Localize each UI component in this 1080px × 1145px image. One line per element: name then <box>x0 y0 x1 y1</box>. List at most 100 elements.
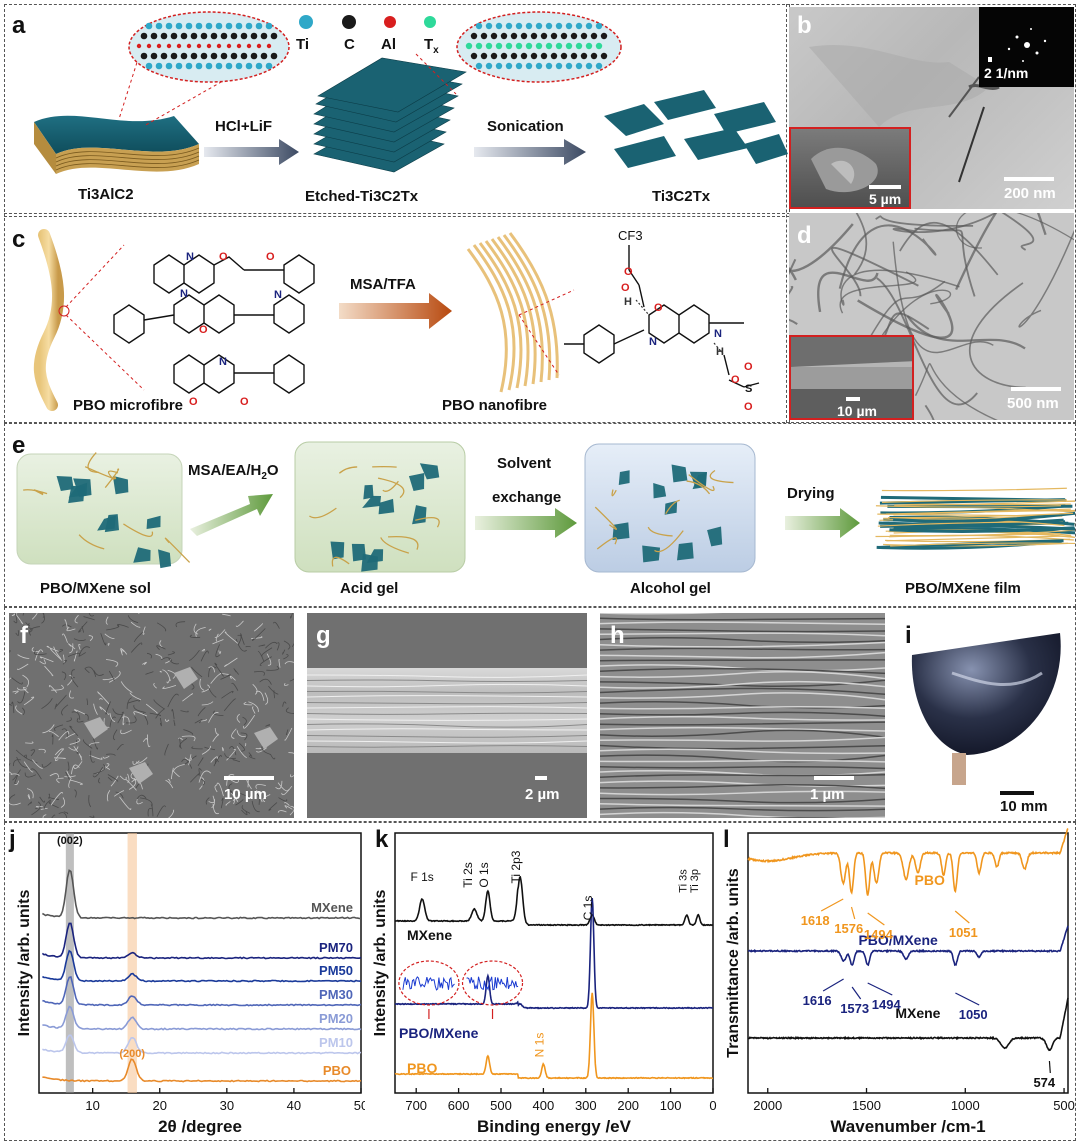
x-tick-label: 300 <box>575 1098 597 1113</box>
svg-text:O: O <box>624 266 633 278</box>
panel-label-a: a <box>12 12 26 39</box>
svg-text:N: N <box>186 251 194 263</box>
svg-text:N: N <box>180 288 188 300</box>
plot-frame <box>747 832 1069 1094</box>
xps-peak-c1s: C 1s <box>581 896 595 921</box>
xps-peak-n1s: N 1s <box>532 1033 546 1058</box>
arrow-label-hcl-lif: HCl+LiF <box>215 118 273 135</box>
peak-arrow <box>955 992 980 1006</box>
arrow-sonication <box>474 139 586 165</box>
series-label-pbo: PBO <box>407 1060 437 1076</box>
label-pbo-mxene-sol: PBO/MXene sol <box>40 580 151 597</box>
sem-inset-b: 5 µm <box>789 127 911 209</box>
x-axis-label: Wavenumber /cm-1 <box>830 1117 985 1136</box>
zoom-noise <box>402 976 455 991</box>
panel-label-k: k <box>375 826 389 853</box>
pbo-mxene-film <box>875 487 1075 550</box>
panel-label-f: f <box>20 622 28 649</box>
svg-text:N: N <box>714 328 722 340</box>
x-tick-label: 10 <box>85 1098 99 1113</box>
svg-text:O: O <box>266 251 275 263</box>
cf3-label: CF3 <box>618 228 643 243</box>
atom-legend <box>299 15 436 29</box>
arrow-msa-tfa <box>339 293 452 329</box>
arrow-solvent-exchange <box>475 508 577 538</box>
sem-image-f: 10 µm <box>9 613 294 818</box>
arrow-drying <box>785 508 860 538</box>
zoom-inset-2 <box>461 960 524 1006</box>
series-label: PM20 <box>319 1011 353 1026</box>
series-pbo <box>42 1058 362 1083</box>
svg-text:O: O <box>621 282 630 294</box>
legend-al: Al <box>381 36 396 53</box>
panel-label-e: e <box>12 432 26 459</box>
sem-image-h: 1 µm <box>600 613 885 818</box>
series-label: PM10 <box>319 1035 353 1050</box>
legend-tx-main: T <box>424 36 434 53</box>
series-mxene <box>748 997 1069 1052</box>
pbo-chain-structures <box>113 254 315 394</box>
sem-f-scalebar <box>224 776 274 780</box>
svg-text:O: O <box>189 396 198 408</box>
tem-image-b: 2 1/nm 5 µm 200 nm <box>789 7 1074 209</box>
xps-peak-ti2s: Ti 2s <box>461 862 475 888</box>
x-tick-label: 40 <box>287 1098 301 1113</box>
series-label: PBO <box>323 1063 351 1078</box>
label-pbo-nanofibre: PBO nanofibre <box>442 397 548 414</box>
sem-inset-d-scalebar <box>846 397 860 401</box>
peak-arrow <box>954 910 970 924</box>
x-tick-label: 1000 <box>951 1098 980 1113</box>
y-axis-label: Intensity /arb. units <box>372 890 389 1037</box>
peak-arrow <box>1048 1060 1051 1074</box>
ti3c2tx-flakes <box>604 90 788 168</box>
y-axis-label: Intensity /arb. units <box>16 890 33 1037</box>
film-photo-i <box>911 633 1061 795</box>
tem-b-scalebar <box>1004 177 1054 181</box>
arrow-label-drying: Drying <box>787 485 835 502</box>
series-pbo <box>394 992 713 1080</box>
svg-text:O: O <box>744 401 753 413</box>
saed-scale-label: 2 1/nm <box>984 65 1029 81</box>
x-tick-label: 2000 <box>753 1098 782 1113</box>
peak-arrow <box>820 898 844 912</box>
sem-f-scale: 10 µm <box>224 786 267 803</box>
x-tick-label: 30 <box>220 1098 234 1113</box>
panel-label-g: g <box>316 622 331 649</box>
series-label: PM30 <box>319 987 353 1002</box>
peak-arrow <box>867 912 885 926</box>
x-tick-label: 500 <box>490 1098 512 1113</box>
ti3alc2-crystal-ellipse <box>128 11 290 83</box>
panel-label-l: l <box>723 826 730 853</box>
arrow-label-msa-tfa: MSA/TFA <box>350 276 416 293</box>
label-alcohol-gel: Alcohol gel <box>630 580 711 597</box>
series-label-mxene: MXene <box>895 1005 940 1021</box>
tem-b-scale: 200 nm <box>1004 185 1056 202</box>
panel-e-schematic <box>16 441 1075 573</box>
peak-label: 574 <box>1033 1075 1055 1090</box>
peak-label-002: (002) <box>57 835 83 847</box>
peak-label: 1494 <box>872 997 902 1012</box>
series-pbo-mxene <box>747 925 1069 967</box>
panel-label-h: h <box>610 622 625 649</box>
peak-label: 1050 <box>959 1007 988 1022</box>
label-ti3alc2: Ti3AlC2 <box>78 186 134 203</box>
x-tick-label: 500 <box>1053 1098 1075 1113</box>
xps-peak-f1s: F 1s <box>410 870 433 884</box>
x-axis-label: Binding energy /eV <box>477 1117 632 1136</box>
peak-label: 1494 <box>864 927 894 942</box>
label-acid-gel: Acid gel <box>340 580 399 597</box>
peak-label-200: (200) <box>119 1048 145 1060</box>
arrow-label-solvent: Solvent <box>497 455 552 472</box>
photo-i-scale: 10 mm <box>1000 798 1048 815</box>
etched-crystal-ellipse <box>456 11 622 83</box>
sem-h-scalebar <box>814 776 854 780</box>
svg-text:O: O <box>219 251 228 263</box>
y-axis-label: Transmittance /arb. units <box>725 868 742 1057</box>
etched-ti3c2tx-stack <box>313 57 467 173</box>
panel-bd-frame <box>786 4 1076 423</box>
plot-frame <box>394 832 714 1094</box>
series-pbo-mxene <box>394 898 714 1010</box>
x-axis-label: 2θ /degree <box>158 1117 242 1136</box>
ti3alc2-bulk-block <box>34 115 200 174</box>
